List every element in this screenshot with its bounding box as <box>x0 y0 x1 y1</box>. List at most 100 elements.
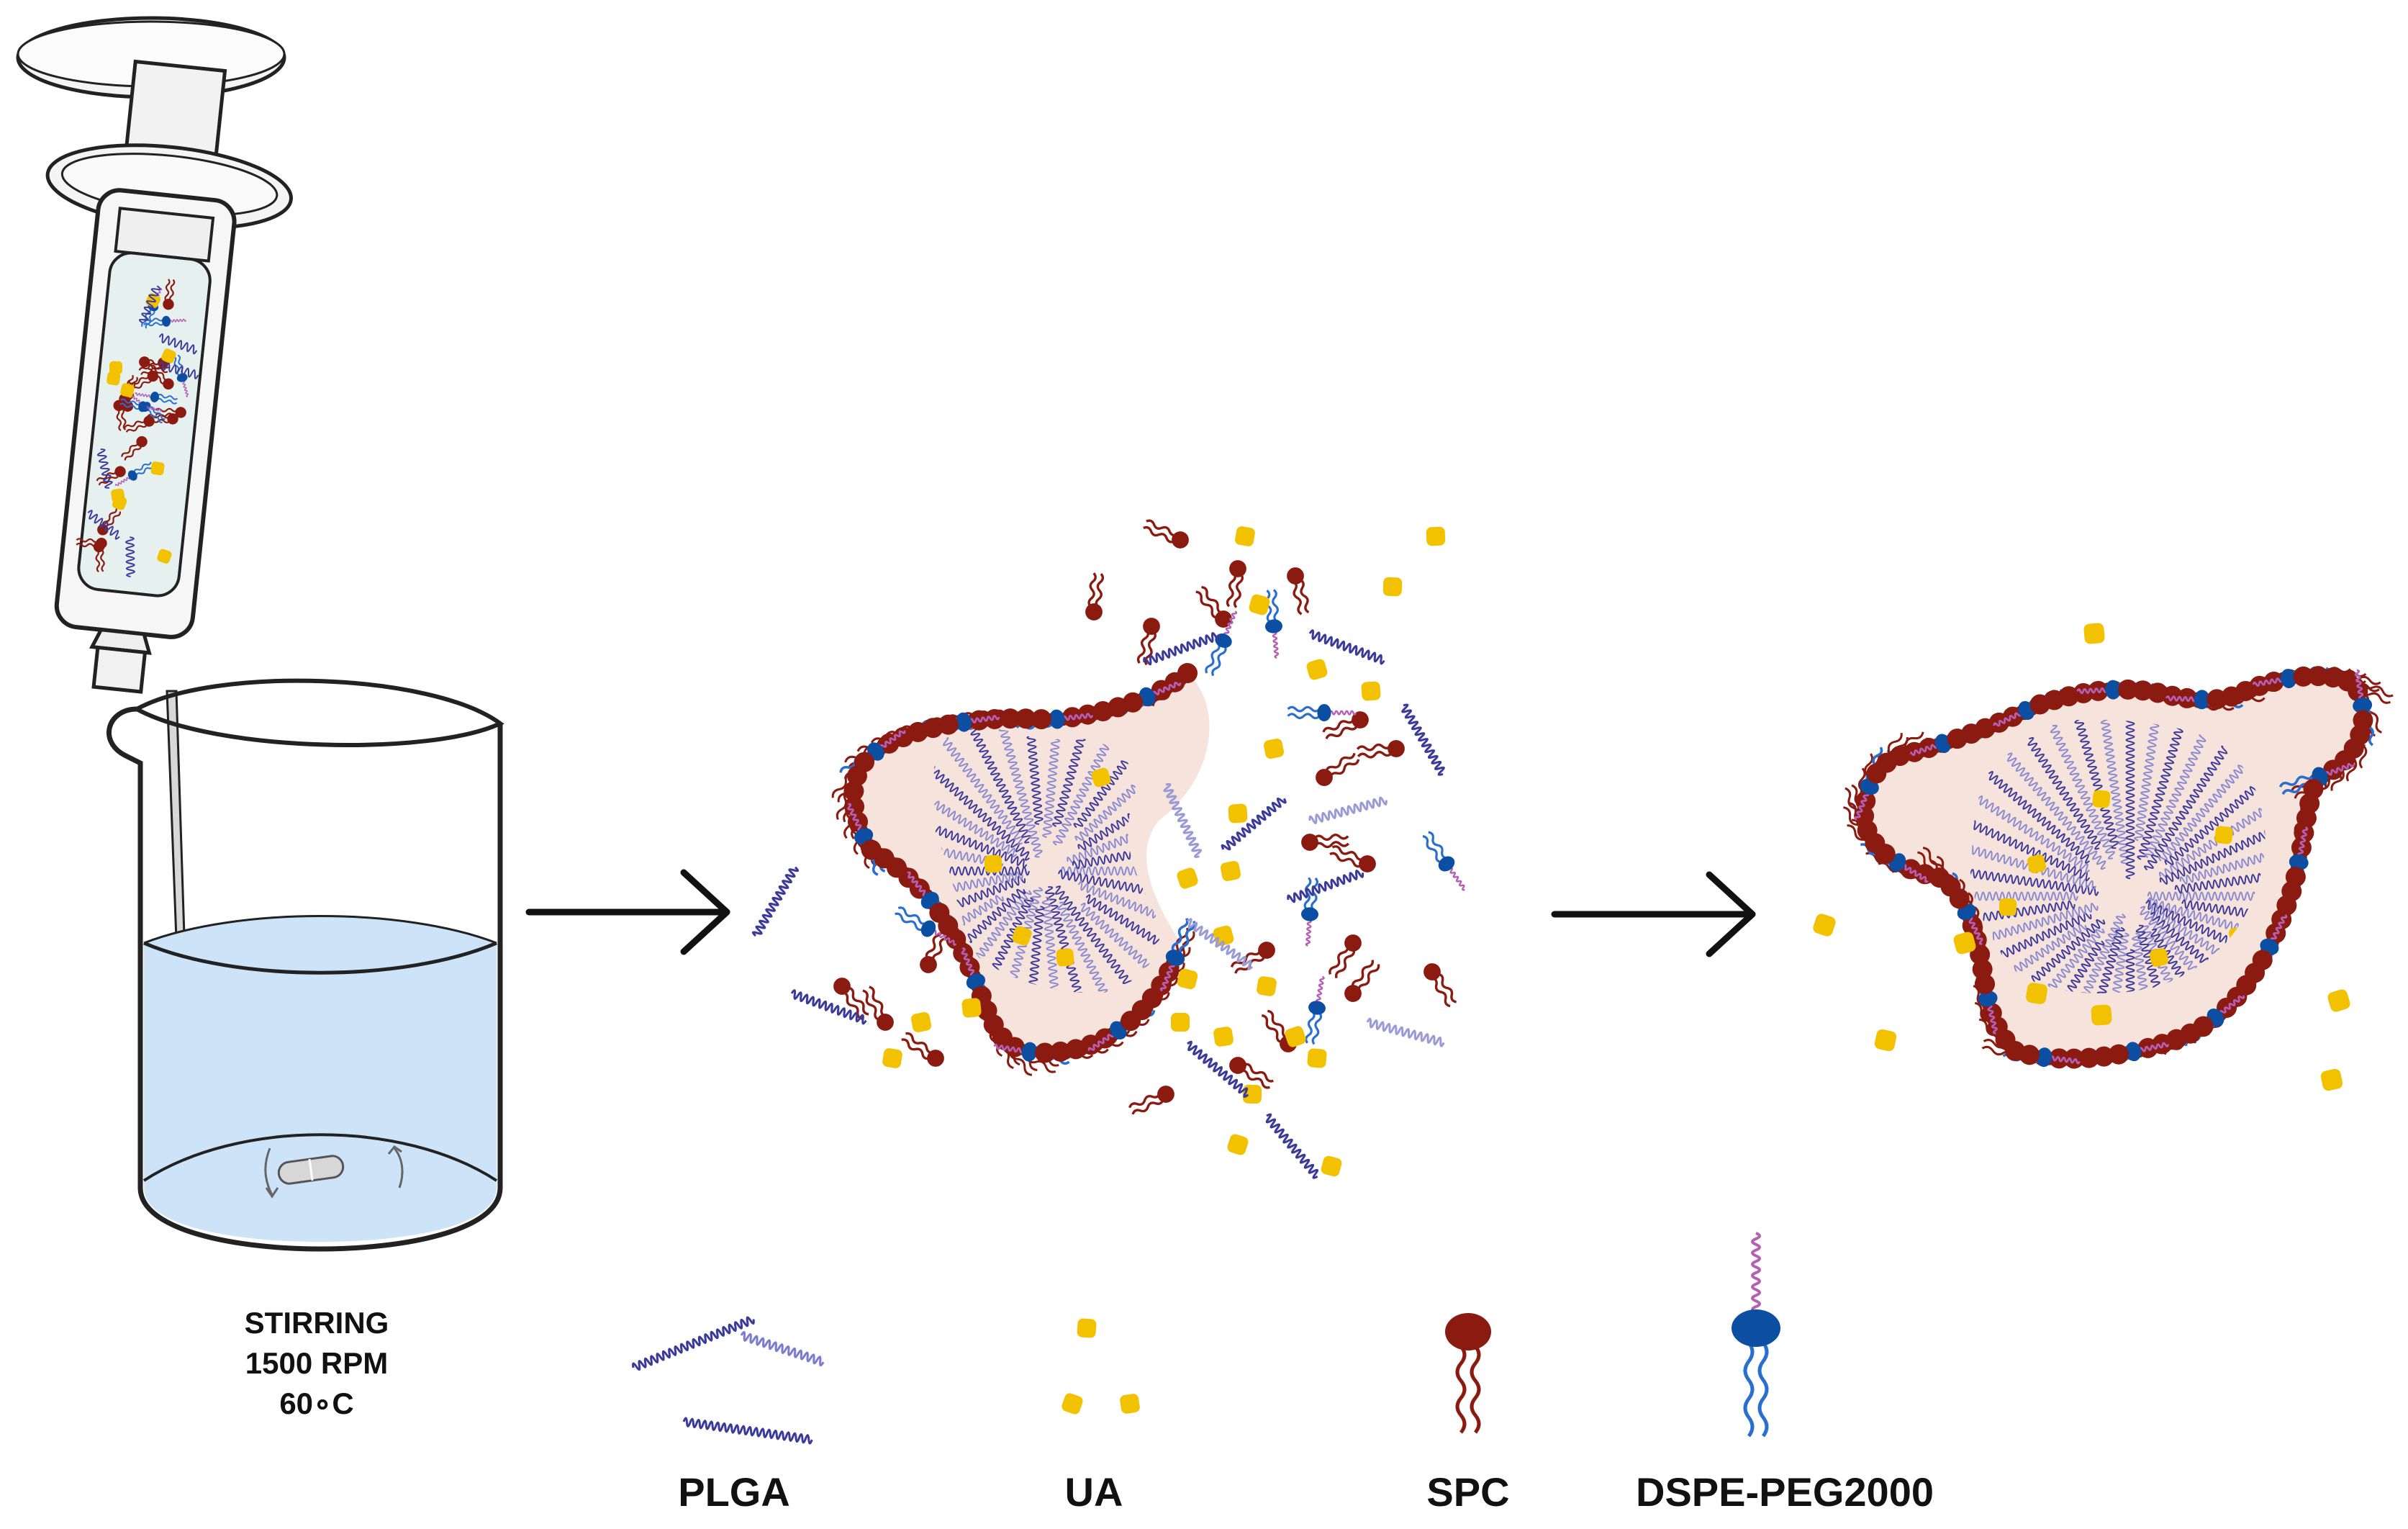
ua-molecule <box>1426 526 1446 546</box>
plga-chain <box>2006 752 2106 870</box>
plga-chain <box>2099 719 2129 865</box>
plga-chain <box>2147 897 2266 953</box>
plga-chain <box>1163 782 1203 858</box>
spc-lipid <box>121 436 148 461</box>
plga-chain <box>2027 736 2101 850</box>
ua-molecule <box>2092 790 2111 808</box>
plga-chain <box>1401 703 1445 776</box>
ua-molecule <box>1177 968 1198 990</box>
plga-chain <box>1057 869 1160 906</box>
ua-molecule <box>1813 914 1836 937</box>
plga-chain <box>2131 932 2161 993</box>
legend-label-plga: PLGA <box>678 1469 790 1515</box>
plga-chain <box>2158 754 2256 862</box>
plga-chain <box>1186 918 1254 970</box>
plga-chain <box>994 887 1044 993</box>
ua-molecule <box>2327 989 2350 1012</box>
condition-speed: 1500 RPM <box>245 1346 389 1380</box>
ua-molecule <box>911 1012 931 1032</box>
plga-chain <box>1970 891 2078 901</box>
ua-molecule <box>1361 681 1381 701</box>
ua-molecule <box>1382 577 1403 597</box>
ua-molecule <box>1307 1048 1327 1068</box>
ua-molecule <box>150 461 165 476</box>
plga-chain <box>1986 919 2106 993</box>
ua-molecule <box>2091 1004 2112 1026</box>
lipid-shell <box>1843 666 2394 1069</box>
plga-chain <box>138 285 161 324</box>
plga-chain <box>933 866 1030 876</box>
plga-chain <box>1060 866 1160 876</box>
process-arrow-2 <box>1551 871 1756 957</box>
spc-lipid <box>1876 731 1929 773</box>
dspe-peg2000-lipid <box>135 392 178 405</box>
hybrid-nanoparticle <box>1813 623 2394 1091</box>
condition-stirring: STIRRING <box>244 1306 389 1340</box>
syringe-solution <box>77 251 212 597</box>
ua-molecule <box>1999 898 2017 916</box>
plga-chain <box>2164 772 2266 865</box>
self-assembly-stage <box>751 519 1465 1179</box>
spc-lipid <box>862 985 894 1031</box>
ua-molecule <box>2214 826 2233 844</box>
spc-lipid <box>1344 960 1380 1002</box>
legend-label-ua: UA <box>1064 1469 1123 1515</box>
spc-lipid <box>1329 845 1376 872</box>
stir-arrow-left-icon <box>264 1147 273 1196</box>
plga-chain <box>2073 926 2125 993</box>
plga-chain <box>751 866 800 937</box>
spc-lipid <box>124 415 155 433</box>
spc-lipid <box>1301 833 1350 851</box>
process-arrow-1 <box>525 869 730 955</box>
nanoparticle-body <box>1864 676 2363 1059</box>
ua-molecule <box>1249 594 1270 615</box>
ua-molecule <box>1321 1155 1342 1177</box>
plga-chain <box>2004 928 2105 993</box>
plga-chain <box>966 897 1034 993</box>
ua-molecule <box>1091 767 1111 788</box>
plga-chain <box>1023 906 1045 993</box>
ua-molecule <box>157 549 172 564</box>
plga-chain <box>967 728 1031 844</box>
spc-lipid <box>920 927 950 973</box>
spc-lipid <box>1229 1057 1274 1089</box>
ua-molecule <box>2027 854 2047 874</box>
plga-chain <box>2179 840 2266 885</box>
ua-molecule <box>1221 861 1241 881</box>
ua-molecule <box>161 348 176 364</box>
plga-chain <box>96 448 113 489</box>
dspe-peg2000-lipid <box>1301 877 1318 947</box>
plga-chain <box>1077 880 1160 935</box>
ua-molecule <box>107 371 121 386</box>
plga-chain <box>2125 949 2135 993</box>
beaker-rim <box>132 678 504 747</box>
plga-chain <box>1041 896 1064 993</box>
plga-chain <box>1970 839 2097 890</box>
spc-lipid <box>901 1032 944 1067</box>
beaker-water <box>144 916 497 1242</box>
ua-molecule <box>1062 1393 1083 1415</box>
spc-lipid <box>1226 560 1246 608</box>
plga-chain <box>2147 891 2266 901</box>
plga-chain <box>2125 719 2135 880</box>
plga-chain <box>1287 870 1364 903</box>
ua-molecule <box>120 383 135 397</box>
plga-chain <box>740 1330 825 1367</box>
stir-arrow-right-icon <box>393 1147 404 1189</box>
plga-chain <box>632 1316 755 1371</box>
beaker-bottom-line <box>142 1133 498 1182</box>
plga-chain <box>87 510 120 540</box>
plga-chain <box>1308 629 1385 665</box>
plga-chain <box>1023 728 1044 825</box>
plga-chain <box>2159 816 2266 885</box>
plga-chain <box>2144 738 2235 871</box>
plga-chain <box>159 361 199 379</box>
plga-chain <box>2174 865 2266 894</box>
free-ua <box>1813 623 2350 1091</box>
plga-chain <box>1972 792 2091 874</box>
ua-molecule <box>1264 739 1284 759</box>
syringe-mixture <box>76 279 199 578</box>
spc-lipid <box>1230 942 1275 974</box>
beaker <box>106 678 504 1252</box>
ua-molecule <box>112 495 127 510</box>
